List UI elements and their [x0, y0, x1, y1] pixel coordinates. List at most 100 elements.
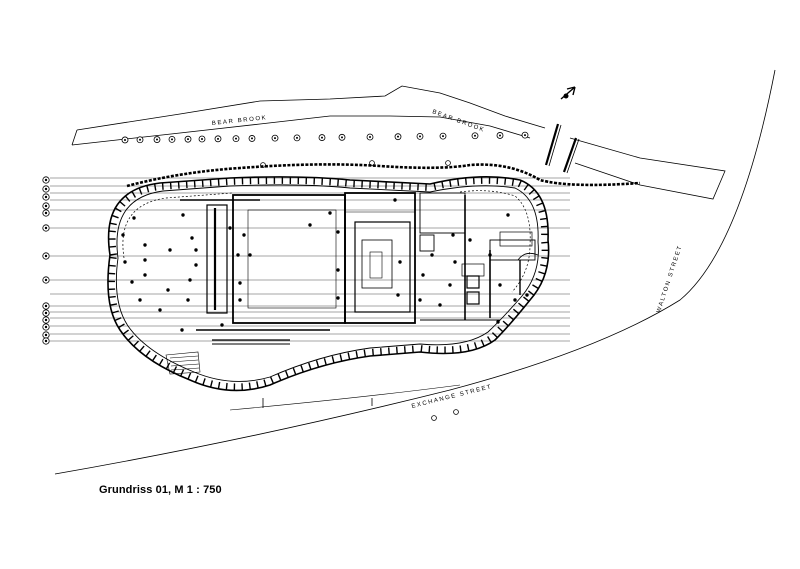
column-dot: [328, 211, 332, 215]
mullion-tick: [456, 178, 460, 186]
mullion-tick: [108, 230, 116, 233]
mullion-tick: [487, 336, 492, 343]
mullion-tick: [114, 207, 122, 213]
mullion-tick: [109, 303, 118, 306]
tree-trunk-icon: [156, 138, 158, 141]
tree-row: [121, 131, 529, 144]
mullion-tick: [202, 378, 206, 386]
mullion-tick: [433, 182, 437, 191]
column-dot: [448, 283, 452, 287]
mullion-tick: [512, 308, 520, 315]
column-dot: [188, 278, 192, 282]
column-dot: [228, 226, 232, 230]
grid-bubble-dot: [44, 278, 48, 282]
column-dot: [194, 248, 198, 252]
mullion-tick: [428, 345, 431, 353]
column-dot: [418, 298, 422, 302]
mullion-tick: [527, 290, 535, 296]
column-dot: [398, 260, 402, 264]
column-dot: [430, 253, 434, 257]
grid-bubble-dot: [44, 311, 48, 315]
mullion-tick: [124, 195, 131, 202]
svg-text:WALTON STREET: WALTON STREET: [656, 244, 684, 313]
tree-trunk-icon: [341, 136, 343, 139]
mullion-tick: [109, 222, 117, 226]
north-arrow-icon: [560, 86, 576, 100]
brook-edge-line: [126, 163, 641, 188]
mullion-tick: [111, 214, 119, 219]
mullion-tick: [403, 346, 406, 354]
grid-bubble-dot: [44, 254, 48, 258]
walton-street-label: WALTON STREET: [656, 244, 684, 313]
mullion-tick: [139, 345, 145, 352]
mullion-tick: [532, 284, 539, 290]
column-dot: [236, 253, 240, 257]
mullion-tick: [480, 339, 485, 347]
mullion-tick: [473, 342, 478, 350]
structural-grid: [50, 177, 570, 342]
mullion-tick: [395, 346, 398, 354]
mullion-tick: [464, 177, 467, 185]
mullion-tick: [497, 326, 504, 333]
tree-trunk-icon: [474, 134, 476, 137]
column-dot: [336, 268, 340, 272]
mullion-tick: [536, 202, 544, 207]
grid-bubble-dot: [44, 195, 48, 199]
column-dot: [220, 323, 224, 327]
column-dot: [130, 280, 134, 284]
stair: [165, 351, 201, 375]
mullion-tick: [153, 183, 157, 191]
mullion-tick: [308, 362, 312, 370]
mullion-tick: [122, 329, 130, 335]
mullion-tick: [114, 317, 122, 322]
mullion-tick: [109, 253, 118, 256]
mullion-tick: [172, 366, 178, 373]
column-dot: [468, 238, 472, 242]
building-outline: [107, 176, 550, 392]
mullion-tick: [511, 178, 515, 186]
mullion-tick: [504, 177, 507, 185]
tree-trunk-icon: [524, 134, 526, 137]
facade-mullions: [107, 176, 549, 391]
mullion-tick: [459, 345, 462, 353]
mullion-tick: [541, 241, 549, 244]
column-dot: [186, 298, 190, 302]
level-markers: [260, 160, 459, 421]
column-dot: [453, 260, 457, 264]
tree-trunk-icon: [321, 136, 323, 139]
bear-brook-label-right: BEAR BROOK: [431, 109, 485, 134]
tree-trunk-icon: [419, 135, 421, 138]
column-dot: [143, 273, 147, 277]
mullion-tick: [131, 191, 137, 198]
tree-trunk-icon: [274, 137, 276, 140]
grid-bubble-dot: [44, 226, 48, 230]
column-dot: [336, 296, 340, 300]
mullion-tick: [165, 362, 171, 370]
tree-trunk-icon: [124, 138, 126, 141]
column-markers: [121, 198, 529, 332]
mullion-tick: [411, 345, 414, 353]
column-dot: [166, 288, 170, 292]
column-dot: [143, 243, 147, 247]
mullion-tick: [538, 209, 546, 213]
mullion-tick: [292, 367, 297, 375]
mullion-tick: [146, 185, 150, 193]
column-dot: [194, 263, 198, 267]
mullion-tick: [119, 201, 126, 207]
column-dot: [498, 283, 502, 287]
mullion-tick: [133, 340, 140, 347]
column-dot: [421, 273, 425, 277]
column-dot: [132, 216, 136, 220]
grid-bubble-dot: [44, 325, 48, 329]
column-dot: [138, 298, 142, 302]
column-dot: [242, 233, 246, 237]
mullion-tick: [337, 178, 340, 186]
grid-bubble-dot: [44, 304, 48, 308]
mullion-tick: [523, 183, 529, 191]
column-dot: [506, 213, 510, 217]
column-dot: [336, 230, 340, 234]
tree-trunk-icon: [296, 136, 298, 139]
mullion-tick: [277, 373, 282, 381]
column-dot: [181, 213, 185, 217]
